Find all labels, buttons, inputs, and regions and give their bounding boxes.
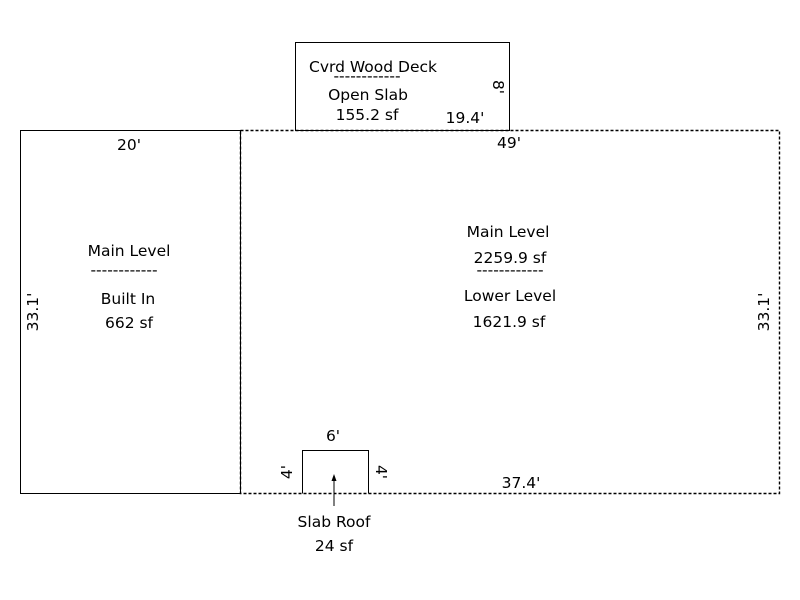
garage-width-dim: 20'	[117, 136, 141, 154]
slab-roof-width-dim: 6'	[326, 427, 340, 445]
main-bottom-dim: 37.4'	[502, 474, 541, 492]
main-separator: ------------	[476, 261, 543, 279]
main-level-outline	[239, 129, 781, 495]
garage-height-dim: 33.1'	[24, 293, 42, 332]
slab-roof-left-dim: 4'	[278, 465, 296, 479]
deck-area: 155.2 sf	[336, 106, 399, 124]
deck-name: Cvrd Wood Deck	[309, 58, 437, 76]
main-top-dim: 49'	[497, 134, 521, 152]
main-level-name: Main Level	[467, 223, 550, 241]
garage-outline	[20, 130, 241, 494]
main-right-dim: 33.1'	[755, 293, 773, 332]
deck-width-dim: 19.4'	[446, 109, 485, 127]
slab-roof-arrow-head	[331, 474, 337, 481]
deck-depth-dim: 8'	[489, 80, 507, 94]
slab-roof-name: Slab Roof	[298, 513, 371, 531]
garage-area: 662 sf	[105, 314, 154, 332]
slab-roof-area: 24 sf	[315, 537, 354, 555]
garage-level: Main Level	[88, 242, 171, 260]
deck-type: Open Slab	[328, 86, 408, 104]
lower-level-name: Lower Level	[464, 287, 556, 305]
slab-roof-outline	[302, 450, 369, 494]
lower-level-area: 1621.9 sf	[473, 313, 546, 331]
main-level-area: 2259.9 sf	[474, 249, 547, 267]
deck-separator: ------------	[333, 67, 400, 85]
slab-roof-right-dim: 4'	[372, 465, 390, 479]
garage-type: Built In	[101, 290, 155, 308]
garage-separator: ------------	[90, 261, 157, 279]
